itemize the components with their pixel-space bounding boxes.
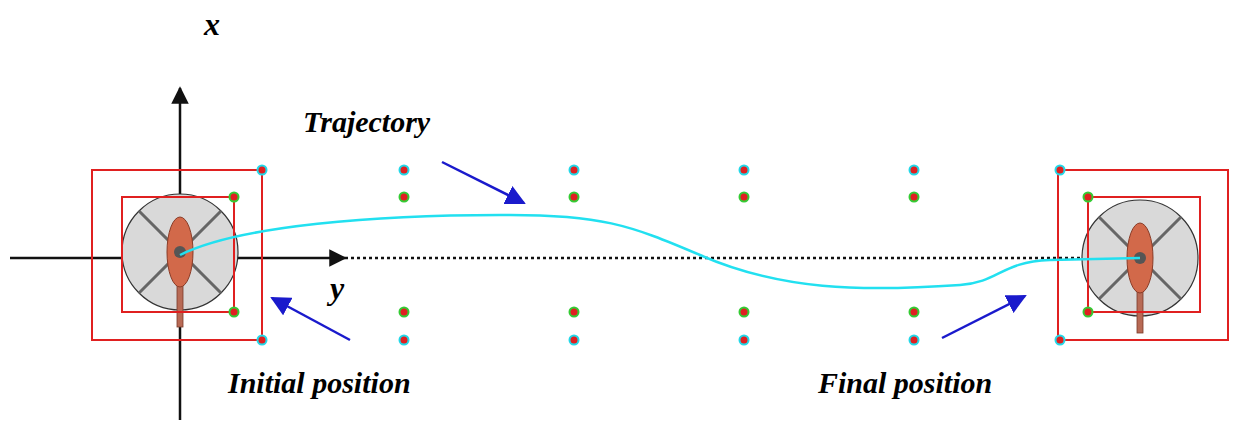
- waypoint-dot: [570, 308, 579, 317]
- waypoint-dot: [400, 336, 409, 345]
- waypoint-dot: [910, 193, 919, 202]
- waypoint-dots: [230, 166, 1093, 345]
- waypoint-dot: [1084, 193, 1093, 202]
- waypoint-dot: [230, 193, 239, 202]
- waypoint-dot: [1056, 336, 1065, 345]
- callout-label: Final position: [818, 368, 992, 398]
- waypoint-dot: [570, 336, 579, 345]
- axis-label: y: [330, 272, 344, 304]
- waypoint-dot: [910, 336, 919, 345]
- waypoint-dot: [400, 193, 409, 202]
- waypoint-dot: [258, 336, 267, 345]
- callout-label: Initial position: [228, 368, 411, 398]
- waypoint-dot: [570, 193, 579, 202]
- reference-line: [345, 257, 1125, 260]
- waypoint-dot: [570, 166, 579, 175]
- trajectory-curve: [180, 215, 1140, 288]
- waypoint-dot: [400, 166, 409, 175]
- bounding-squares: [92, 170, 1228, 340]
- axis-label: x: [204, 8, 220, 40]
- waypoint-dot: [258, 166, 267, 175]
- waypoint-dot: [740, 193, 749, 202]
- waypoint-dot: [230, 308, 239, 317]
- waypoint-dot: [400, 308, 409, 317]
- waypoint-dot: [740, 166, 749, 175]
- callout-arrows: [272, 162, 1025, 340]
- waypoint-dot: [740, 336, 749, 345]
- callout-label: Trajectory: [303, 107, 430, 137]
- robot-initial: [122, 194, 238, 327]
- waypoint-dot: [1084, 308, 1093, 317]
- waypoint-dot: [910, 166, 919, 175]
- waypoint-dot: [910, 308, 919, 317]
- waypoint-dot: [1056, 166, 1065, 175]
- robot-final: [1082, 200, 1198, 333]
- waypoint-dot: [740, 308, 749, 317]
